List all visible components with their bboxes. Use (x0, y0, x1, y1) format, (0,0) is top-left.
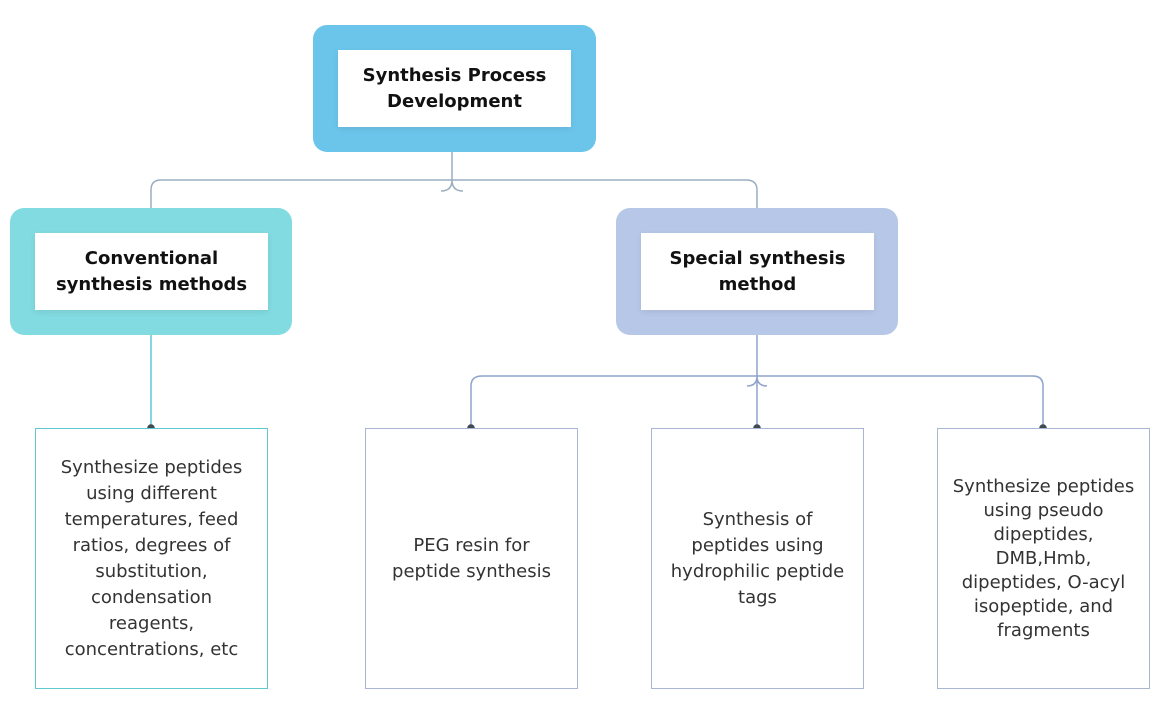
leaf-hydrophilic-tags-text: Synthesis of peptides using hydrophilic … (670, 508, 845, 608)
special-to-leaves-connector (470, 335, 1044, 428)
leaf-pseudo-dipeptides: Synthesize peptides using pseudo dipepti… (937, 428, 1150, 689)
leaf-conventional-methods: Synthesize peptides using different temp… (35, 428, 268, 689)
leaf-conventional-methods-text: Synthesize peptides using different temp… (60, 456, 243, 660)
leaf-peg-resin-text: PEG resin for peptide synthesis (392, 534, 551, 582)
leaf-pseudo-dipeptides-text: Synthesize peptides using pseudo dipepti… (952, 475, 1135, 641)
special-node: Special synthesis method (641, 233, 874, 310)
root-node-label: Synthesis Process Development (362, 64, 547, 112)
special-node-label: Special synthesis method (669, 247, 846, 295)
leaf-hydrophilic-tags: Synthesis of peptides using hydrophilic … (651, 428, 864, 689)
leaf-peg-resin: PEG resin for peptide synthesis (365, 428, 578, 689)
root-branch-bar (150, 179, 758, 232)
root-node: Synthesis Process Development (338, 50, 571, 127)
conventional-node: Conventional synthesis methods (35, 233, 268, 310)
conventional-node-label: Conventional synthesis methods (55, 247, 248, 295)
